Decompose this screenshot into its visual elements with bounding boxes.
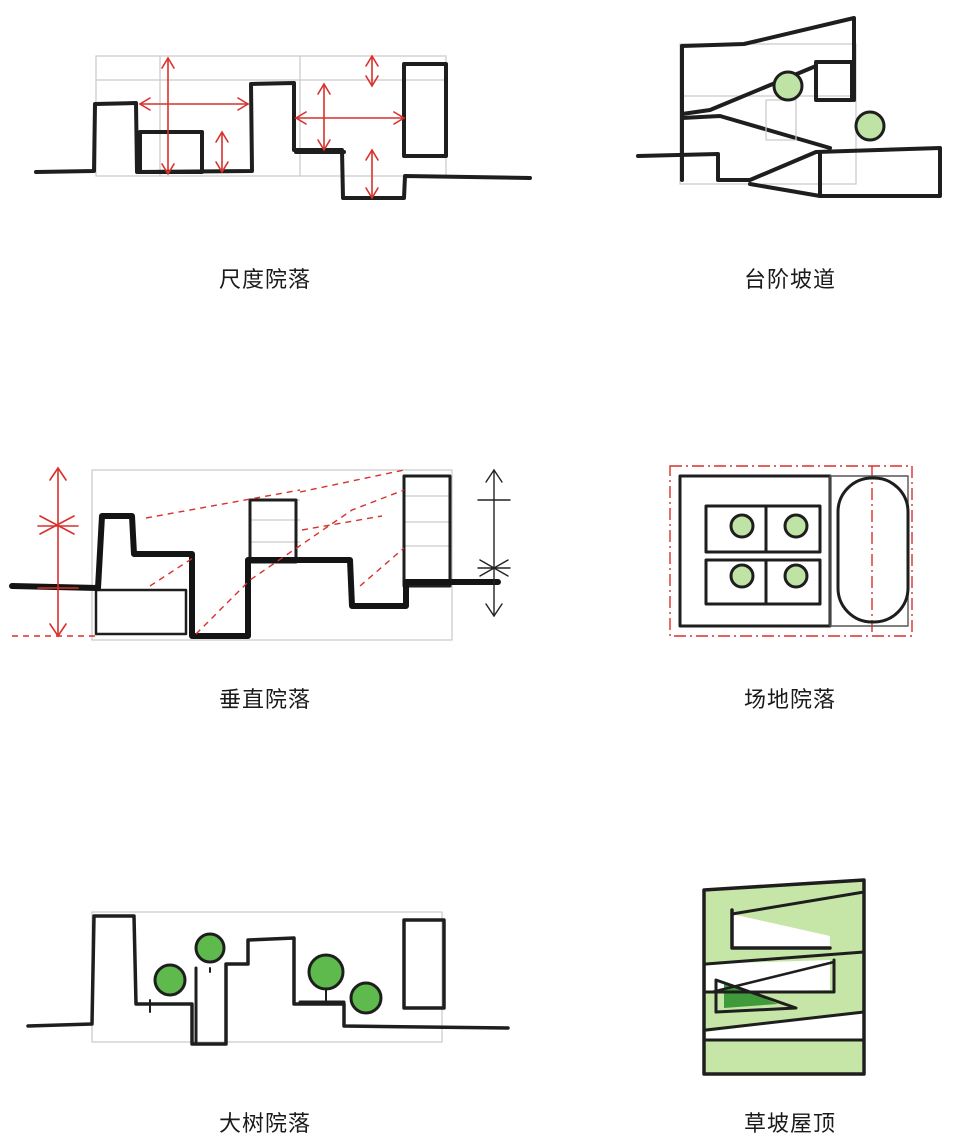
caption-site-courtyard: 场地院落 <box>743 688 836 713</box>
caption-vertical-courtyard: 垂直院落 <box>218 688 311 713</box>
panel-steps-ramp: 台阶坡道 <box>620 0 960 300</box>
panel-grass-slope-roof: 草坡屋顶 <box>620 878 960 1148</box>
caption-scale-courtyard: 尺度院落 <box>218 268 311 293</box>
sketch-tree-courtyard <box>26 911 510 1046</box>
panel-scale-courtyard: 尺度院落 <box>0 0 560 300</box>
panel-tree-courtyard: 大树院落 <box>0 880 560 1148</box>
sketch-grass-slope-roof <box>702 878 866 1076</box>
panel-vertical-courtyard: 垂直院落 <box>0 430 560 730</box>
sketch-steps-ramp <box>636 16 942 198</box>
caption-steps-ramp: 台阶坡道 <box>743 268 836 293</box>
sketch-vertical-courtyard <box>9 466 511 641</box>
caption-tree-courtyard: 大树院落 <box>218 1112 311 1137</box>
sketch-scale-courtyard <box>34 54 532 200</box>
sketch-site-courtyard <box>669 465 913 637</box>
panel-site-courtyard: 场地院落 <box>620 430 960 730</box>
caption-grass-slope-roof: 草坡屋顶 <box>743 1112 836 1137</box>
